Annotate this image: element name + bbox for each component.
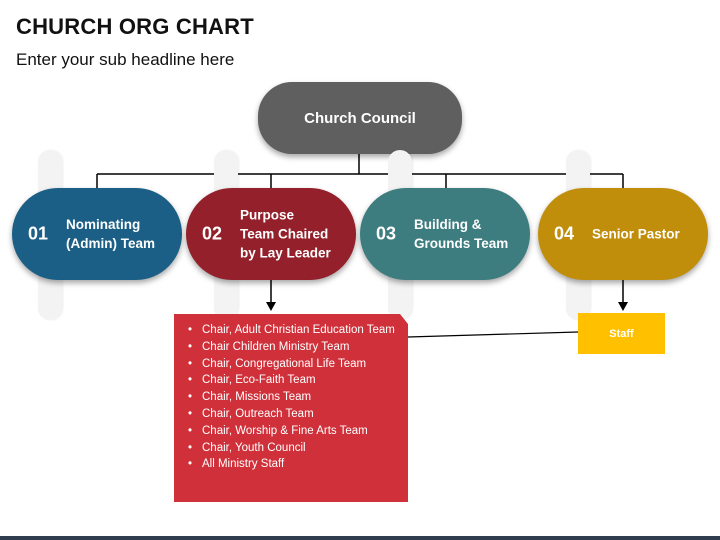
arrow-head-02 — [266, 302, 276, 311]
list-item: Chair, Outreach Team — [188, 406, 400, 423]
node-senior-pastor: 04 Senior Pastor — [538, 188, 708, 280]
purpose-team-list: Chair, Adult Christian Education Team Ch… — [174, 314, 408, 502]
staff-label: Staff — [609, 327, 634, 340]
node-number: 03 — [376, 223, 397, 244]
list-item: Chair Children Ministry Team — [188, 339, 400, 356]
node-number: 01 — [28, 223, 49, 244]
node-nominating-team: 01 Nominating (Admin) Team — [12, 188, 182, 280]
node-label: Nominating (Admin) Team — [66, 217, 156, 251]
page-title: CHURCH ORG CHART — [16, 14, 254, 39]
list-item: Chair, Adult Christian Education Team — [188, 322, 400, 339]
node-label: Senior Pastor — [592, 226, 680, 242]
node-number: 02 — [202, 223, 223, 244]
list-item: Chair, Youth Council — [188, 440, 400, 457]
council-label: Church Council — [304, 109, 416, 127]
list-item: Chair, Eco-Faith Team — [188, 372, 400, 389]
staff-box: Staff — [578, 313, 665, 354]
footer-bar — [0, 536, 720, 540]
list-item: Chair, Missions Team — [188, 389, 400, 406]
list-item: Chair, Congregational Life Team — [188, 356, 400, 373]
list-item: All Ministry Staff — [188, 456, 400, 473]
staff-link-line — [407, 331, 579, 338]
arrow-head-04 — [618, 302, 628, 311]
council-node: Church Council — [258, 82, 462, 154]
node-building-grounds-team: 03 Building & Grounds Team — [360, 188, 530, 280]
node-label: Building & Grounds Team — [414, 217, 509, 251]
list-item: Chair, Worship & Fine Arts Team — [188, 423, 400, 440]
node-number: 04 — [554, 223, 575, 244]
node-purpose-team: 02 Purpose Team Chaired by Lay Leader — [186, 188, 356, 280]
node-label: Purpose Team Chaired by Lay Leader — [240, 207, 331, 261]
page-subtitle: Enter your sub headline here — [16, 50, 235, 69]
